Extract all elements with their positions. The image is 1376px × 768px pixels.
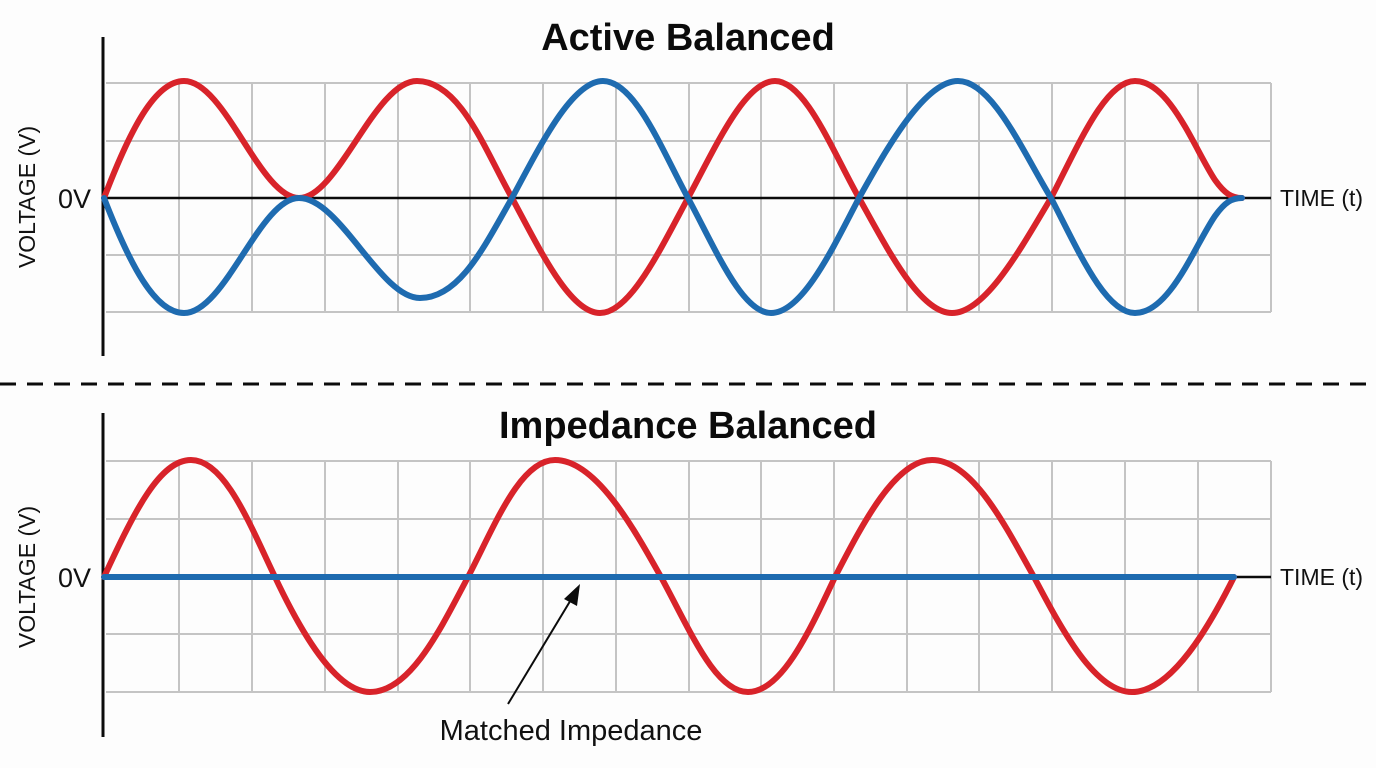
- impedance-balanced-panel: Impedance Balanced: [14, 405, 1363, 747]
- zero-volt-label: 0V: [58, 563, 91, 593]
- cold-signal-blue-curve: [101, 77, 1245, 317]
- y-axis-label: VOLTAGE (V): [14, 506, 40, 648]
- matched-impedance-arrow: [507, 584, 580, 705]
- panel-title: Active Balanced: [541, 17, 835, 59]
- x-axis-label: TIME (t): [1280, 185, 1363, 211]
- y-axis-label: VOLTAGE (V): [14, 126, 40, 268]
- panel-title: Impedance Balanced: [499, 405, 877, 447]
- zero-volt-label: 0V: [58, 184, 91, 214]
- arrow-head-icon: [564, 584, 580, 606]
- matched-impedance-annotation: Matched Impedance: [440, 715, 703, 747]
- active-balanced-panel: Active Balanced: [14, 17, 1363, 356]
- x-axis-label: TIME (t): [1280, 564, 1363, 590]
